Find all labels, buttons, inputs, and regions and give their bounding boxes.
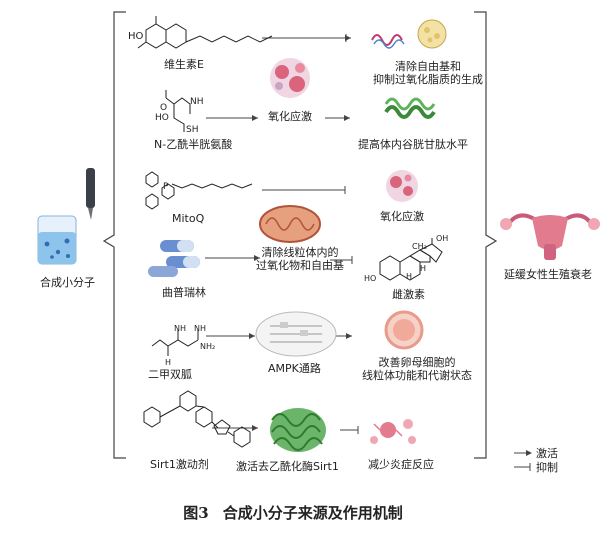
estrogen-h1-label: H xyxy=(420,264,427,273)
uterus-icon xyxy=(500,213,600,260)
mitoq-p-label: P xyxy=(163,182,169,192)
sirt1-agonist-structure xyxy=(143,390,251,448)
nac-sh-label: SH xyxy=(186,125,199,135)
mitochondrion-icon xyxy=(259,205,321,243)
compound-metformin: 二甲双胍 xyxy=(148,368,192,381)
mitoq-structure xyxy=(145,171,253,210)
oxidative-stress-icon-2 xyxy=(386,170,418,202)
metformin-h-label: H xyxy=(165,358,172,367)
metformin-nh2-label: NH xyxy=(194,324,206,333)
pills-icon xyxy=(148,240,200,277)
estrogen-ho-label: HO xyxy=(364,274,377,283)
middle-oxidative-stress: 氧化应激 xyxy=(268,110,312,123)
metformin-nh1-label: NH xyxy=(174,324,186,333)
vitamin-e-ho-label: HO xyxy=(128,31,144,42)
metformin-structure xyxy=(151,330,199,356)
outcome-mitoq: 氧化应激 xyxy=(380,210,424,223)
glutathione-helix-icon xyxy=(384,97,436,119)
sirt1-enzyme-icon xyxy=(270,408,326,452)
inflammation-icon xyxy=(370,419,416,444)
oxidative-stress-icon xyxy=(270,58,310,98)
metformin-nh3-label: NH₂ xyxy=(200,342,216,351)
nac-nh-label: NH xyxy=(190,97,204,107)
vitamin-e-structure xyxy=(137,16,273,49)
legend-inhibit-label: 抑制 xyxy=(536,461,558,474)
compound-vitamin-e: 维生素E xyxy=(164,58,204,71)
middle-triptorelin: 清除线粒体内的 过氧化物和自由基 xyxy=(256,246,344,272)
estrogen-h2-label: H xyxy=(406,272,413,281)
compound-mitoq: MitoQ xyxy=(172,212,205,225)
estrogen-oh-label: OH xyxy=(436,234,449,243)
compound-triptorelin: 曲普瑞林 xyxy=(162,286,206,299)
outcome-metformin: 改善卵母细胞的 线粒体功能和代谢状态 xyxy=(362,356,472,382)
compound-nac: N-乙酰半胱氨酸 xyxy=(154,138,233,151)
estrogen-structure xyxy=(379,238,443,281)
outcome-sirt1: 减少炎症反应 xyxy=(368,458,434,471)
oocyte-icon xyxy=(384,310,424,350)
nac-structure xyxy=(165,90,191,132)
figure-caption: 图3 合成小分子来源及作用机制 xyxy=(0,502,600,523)
outcome-vitamin-e: 清除自由基和 抑制过氧化脂质的生成 xyxy=(373,60,483,86)
outcome-triptorelin: 雌激素 xyxy=(392,288,425,301)
right-brace xyxy=(474,11,498,459)
left-brace xyxy=(102,11,126,459)
nac-o-label: O xyxy=(160,103,168,113)
nac-ho-label: HO xyxy=(155,113,169,123)
test-tube-icon xyxy=(37,168,95,265)
free-radical-icon xyxy=(371,34,405,49)
right-label: 延缓女性生殖衰老 xyxy=(504,268,592,281)
estrogen-ch3-label: CH₃ xyxy=(412,242,427,251)
middle-ampk: AMPK通路 xyxy=(268,362,321,375)
ampk-pathway-icon xyxy=(255,311,337,357)
compound-sirt1: Sirt1激动剂 xyxy=(150,458,209,471)
figure-title: 合成小分子来源及作用机制 xyxy=(222,504,403,522)
left-label: 合成小分子 xyxy=(40,276,95,289)
middle-sirt1: 激活去乙酰化酶Sirt1 xyxy=(236,460,339,473)
outcome-nac: 提高体内谷胱甘肽水平 xyxy=(358,138,468,151)
legend-activate-label: 激活 xyxy=(536,447,558,460)
lipid-icon xyxy=(417,19,447,49)
figure-number: 图3 xyxy=(183,504,209,522)
